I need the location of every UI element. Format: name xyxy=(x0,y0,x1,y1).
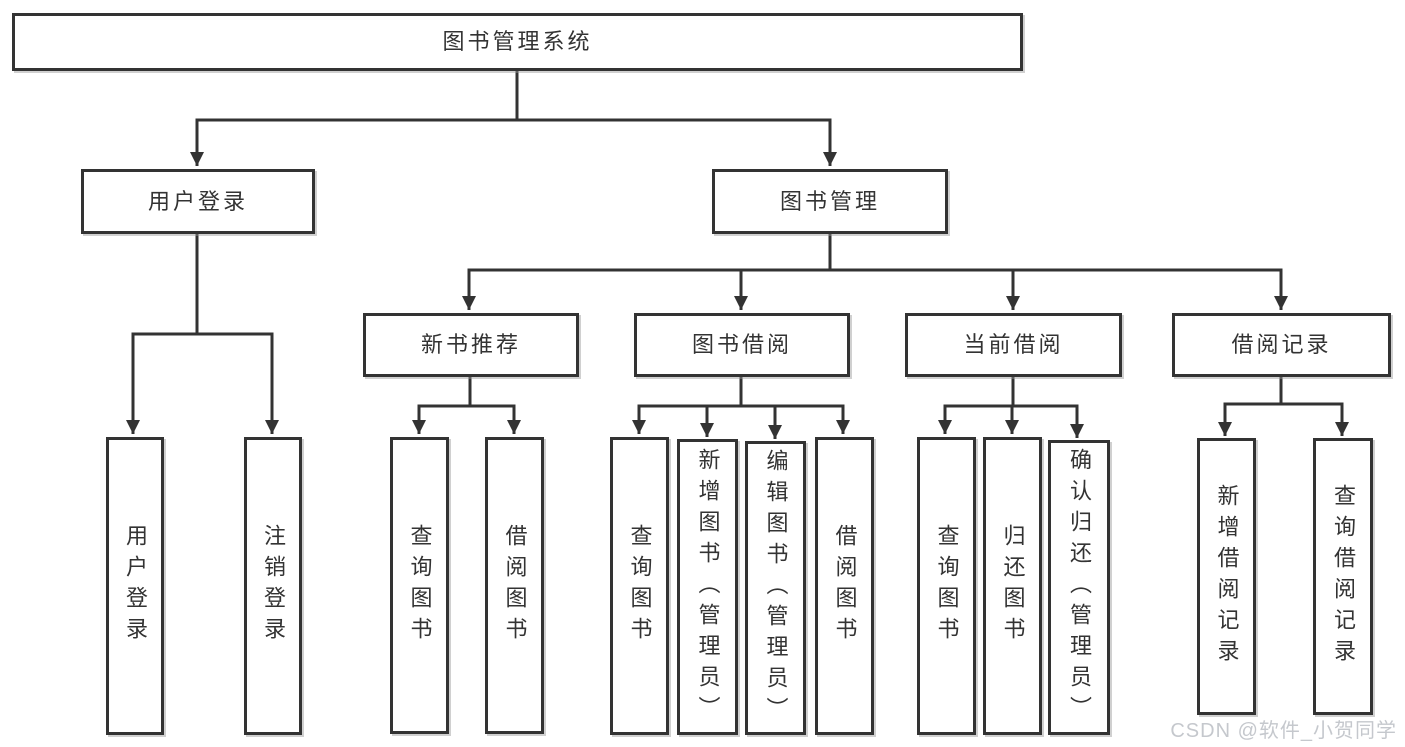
leaf-query-books-recommend: 查询图书 xyxy=(390,437,449,734)
leaf-label: 新增借阅记录 xyxy=(1214,483,1240,670)
node-label: 图书管理 xyxy=(779,188,880,214)
leaf-query-books-current: 查询图书 xyxy=(917,437,976,735)
node-label: 用户登录 xyxy=(147,188,248,214)
leaf-label: 用户登录 xyxy=(123,524,148,648)
leaf-query-borrow-record: 查询借阅记录 xyxy=(1313,438,1373,715)
leaf-label: 新增图书（管理员） xyxy=(695,447,721,727)
leaf-label: 编辑图书（管理员） xyxy=(763,448,789,728)
leaf-edit-books-admin: 编辑图书（管理员） xyxy=(745,441,806,735)
leaf-add-books-admin: 新增图书（管理员） xyxy=(677,439,738,735)
node-book-borrowing: 图书借阅 xyxy=(634,313,850,377)
leaf-query-books-borrowing: 查询图书 xyxy=(610,437,669,735)
node-label: 图书借阅 xyxy=(691,332,792,357)
leaf-label: 查询图书 xyxy=(627,524,653,648)
leaf-label: 查询图书 xyxy=(407,523,433,648)
leaf-label: 查询借阅记录 xyxy=(1331,483,1356,670)
node-label: 新书推荐 xyxy=(420,332,521,357)
leaf-label: 查询图书 xyxy=(934,524,960,648)
node-label: 图书管理系统 xyxy=(442,29,593,54)
leaf-label: 借阅图书 xyxy=(502,523,528,648)
leaf-user-login: 用户登录 xyxy=(106,437,164,735)
node-new-book-recommendation: 新书推荐 xyxy=(363,313,579,377)
node-label: 借阅记录 xyxy=(1231,332,1332,357)
leaf-confirm-return-admin: 确认归还（管理员） xyxy=(1048,440,1110,735)
leaf-label: 归还图书 xyxy=(1000,524,1026,648)
csdn-watermark: CSDN @软件_小贺同学 xyxy=(1170,720,1397,742)
leaf-return-books: 归还图书 xyxy=(983,437,1042,735)
leaf-label: 借阅图书 xyxy=(832,524,858,648)
leaf-add-borrow-record: 新增借阅记录 xyxy=(1197,438,1256,715)
node-book-management: 图书管理 xyxy=(712,169,948,234)
leaf-label: 注销登录 xyxy=(261,524,286,648)
leaf-logout: 注销登录 xyxy=(244,437,302,735)
node-current-borrowing: 当前借阅 xyxy=(905,313,1122,377)
leaf-borrow-books: 借阅图书 xyxy=(815,437,874,735)
node-library-system: 图书管理系统 xyxy=(12,13,1023,71)
node-label: 当前借阅 xyxy=(963,332,1064,357)
leaf-borrow-books-recommend: 借阅图书 xyxy=(485,437,544,734)
node-user-login: 用户登录 xyxy=(81,169,315,234)
node-borrowing-records: 借阅记录 xyxy=(1172,313,1391,377)
leaf-label: 确认归还（管理员） xyxy=(1067,448,1092,727)
